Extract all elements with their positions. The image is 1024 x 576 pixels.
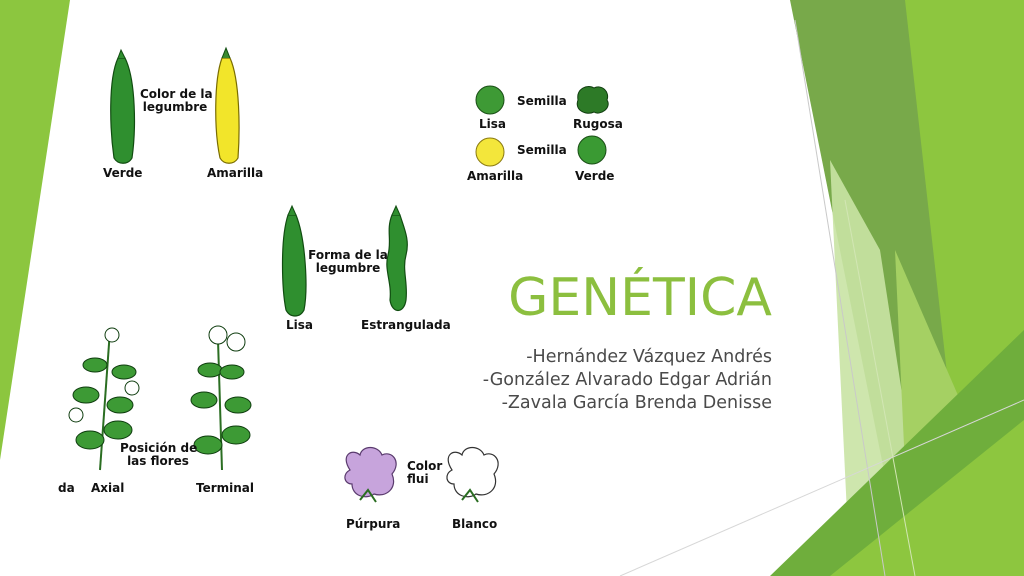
yellow-pod [215, 57, 240, 164]
flower-position-heading-line2: las flores [127, 454, 189, 468]
thin-line-3 [844, 199, 916, 576]
flower-position-heading-line1: Posición de [120, 441, 198, 455]
pod-color-figure [110, 46, 240, 164]
pod-shape-heading-line1: Forma de la [308, 248, 388, 262]
white-flower [446, 446, 499, 498]
flower-color-figure [344, 446, 499, 503]
pod-color-heading-line2: legumbre [142, 100, 208, 114]
pod-color-right-label: Amarilla [207, 166, 264, 180]
author-2: -González Alvarado Edgar Adrián [482, 370, 772, 390]
thin-line-2 [619, 399, 1024, 576]
smooth-seed [475, 85, 505, 115]
flower-color-heading-line1: Color [407, 459, 443, 473]
flower-position-right-label: Terminal [196, 481, 255, 495]
pod-color-heading-line1: Color de la [140, 87, 213, 101]
yellow-seed [475, 137, 505, 167]
flower-color-right-label: Blanco [452, 517, 498, 531]
slide-title: GENÉTICA [508, 268, 772, 328]
thin-line-1 [794, 19, 886, 576]
pod-shape-left-label: Lisa [286, 318, 313, 332]
left-green-stripe [0, 0, 70, 460]
green-pod [110, 57, 136, 164]
seed-row1-heading: Semilla [517, 94, 567, 108]
author-1: -Hernández Vázquez Andrés [526, 347, 772, 367]
flower-color-left-label: Púrpura [346, 517, 401, 531]
pod-shape-right-label: Estrangulada [361, 318, 451, 332]
green-seed [577, 135, 607, 165]
constricted-pod [386, 214, 408, 312]
flower-color-heading-line2: flui [407, 472, 429, 486]
pod-color-heading: Color de la legumbre [140, 87, 213, 114]
pod-shape-heading: Forma de la legumbre [306, 249, 390, 275]
flower-position-left-label: Axial [91, 481, 125, 495]
wrinkled-seed [576, 86, 609, 114]
seed-row1-left-label: Lisa [479, 117, 506, 131]
flower-position-heading: Posición de las flores [120, 441, 198, 468]
seed-row1-right-label: Rugosa [573, 117, 623, 131]
seed-row2-heading: Semilla [517, 143, 567, 157]
seed-row2-right-label: Verde [575, 169, 615, 183]
pod-shape-heading-line2: legumbre [315, 261, 381, 275]
seed-row2-left-label: Amarilla [467, 169, 524, 183]
purple-flower [344, 446, 397, 498]
author-list: -Hernández Vázquez Andrés -González Alva… [483, 346, 772, 415]
smooth-pod [281, 214, 307, 317]
seed-figure [475, 85, 609, 167]
author-3: -Zavala García Brenda Denisse [501, 393, 772, 413]
pod-color-left-label: Verde [103, 166, 143, 180]
flower-color-heading: Color flui [407, 460, 442, 486]
pod-shape-figure [281, 204, 408, 317]
flower-position-cut-label: da [58, 481, 75, 495]
flower-position-figure [68, 325, 252, 471]
